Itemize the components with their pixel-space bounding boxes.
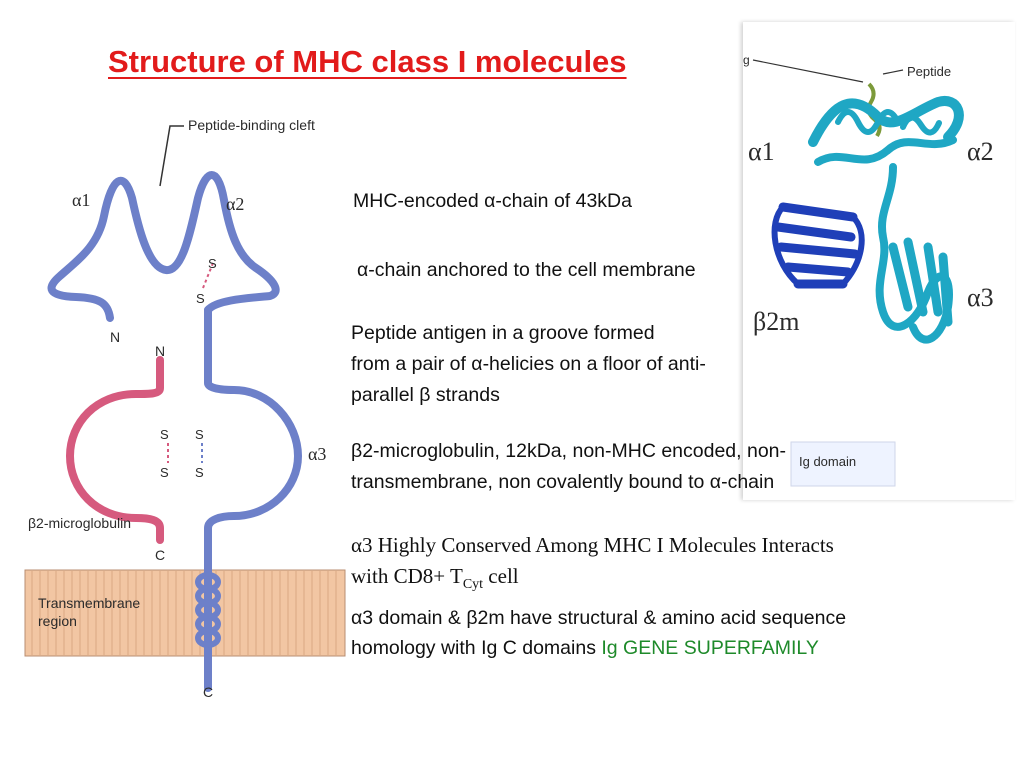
mhc-schematic-diagram: Transmembrane region Peptide-binding cle… — [24, 117, 346, 700]
g-label: g — [743, 53, 750, 67]
slide-title: Structure of MHC class I molecules — [108, 44, 627, 79]
s-label: S — [160, 465, 169, 480]
c-terminus-alpha-label: C — [203, 684, 213, 700]
disulfide-bonds — [167, 262, 214, 463]
s-label: S — [195, 465, 204, 480]
point-alpha-chain-anchored: α-chain anchored to the cell membrane — [357, 259, 696, 281]
ribbon-structure-panel: g Peptide α1 α2 α3 β2m Ig domain — [743, 22, 1015, 500]
membrane-region: Transmembrane region — [24, 569, 346, 657]
n-terminus-alpha-label: N — [110, 329, 120, 345]
alpha1-label: α1 — [72, 190, 90, 210]
beta2m-label: β2-microglobulin — [28, 515, 131, 531]
membrane-label-line1: Transmembrane — [38, 595, 140, 611]
alpha-chain-stalk — [204, 306, 302, 692]
cleft-label: Peptide-binding cleft — [188, 117, 315, 133]
c-terminus-beta2m-label: C — [155, 547, 165, 563]
ig-domain-label: Ig domain — [799, 454, 856, 469]
s-label: S — [196, 291, 205, 306]
alpha-chain-binding-domains — [47, 171, 280, 322]
point-alpha3-conserved-line2: with CD8+ TCyt cell — [351, 561, 519, 600]
ig-homology-text: homology with Ig C domains — [351, 637, 602, 659]
cyt-subscript: Cyt — [462, 577, 484, 593]
point-ig-homology-line2: homology with Ig C domains Ig GENE SUPER… — [351, 633, 819, 663]
cell-text: cell — [483, 564, 519, 588]
s-label: S — [208, 256, 217, 271]
peptide-label: Peptide — [907, 64, 951, 79]
beta2-microglobulin-chain — [65, 356, 164, 544]
point-peptide-groove-line2: from a pair of α-helicies on a floor of … — [351, 353, 706, 375]
point-peptide-groove-line1: Peptide antigen in a groove formed — [351, 322, 655, 344]
s-label: S — [160, 427, 169, 442]
alpha3-label: α3 — [967, 283, 994, 312]
alpha2-label: α2 — [226, 194, 244, 214]
point-b2m-line1: β2-microglobulin, 12kDa, non-MHC encoded… — [351, 440, 787, 462]
ribbon-structure-image: g Peptide α1 α2 α3 β2m Ig domain — [743, 53, 994, 487]
point-alpha-chain-43kda: MHC-encoded α-chain of 43kDa — [353, 190, 632, 212]
point-b2m-line2: transmembrane, non covalently bound to α… — [351, 471, 775, 493]
alpha3-label: α3 — [308, 444, 326, 464]
alpha1-label: α1 — [748, 137, 775, 166]
point-alpha3-conserved-line1: α3 Highly Conserved Among MHC I Molecule… — [351, 533, 834, 557]
membrane-label-line2: region — [38, 613, 77, 629]
beta2m-label: β2m — [753, 307, 799, 336]
alpha2-label: α2 — [967, 137, 994, 166]
transmembrane-helix — [195, 572, 221, 648]
cleft-pointer-line — [159, 125, 184, 187]
n-terminus-beta2m-label: N — [155, 343, 165, 359]
point-ig-homology-line1: α3 domain & β2m have structural & amino … — [351, 607, 847, 629]
ig-superfamily-text: Ig GENE SUPERFAMILY — [601, 637, 819, 659]
point-peptide-groove-line3: parallel β strands — [351, 384, 500, 406]
cd8-text: with CD8+ T — [351, 564, 463, 588]
s-label: S — [195, 427, 204, 442]
